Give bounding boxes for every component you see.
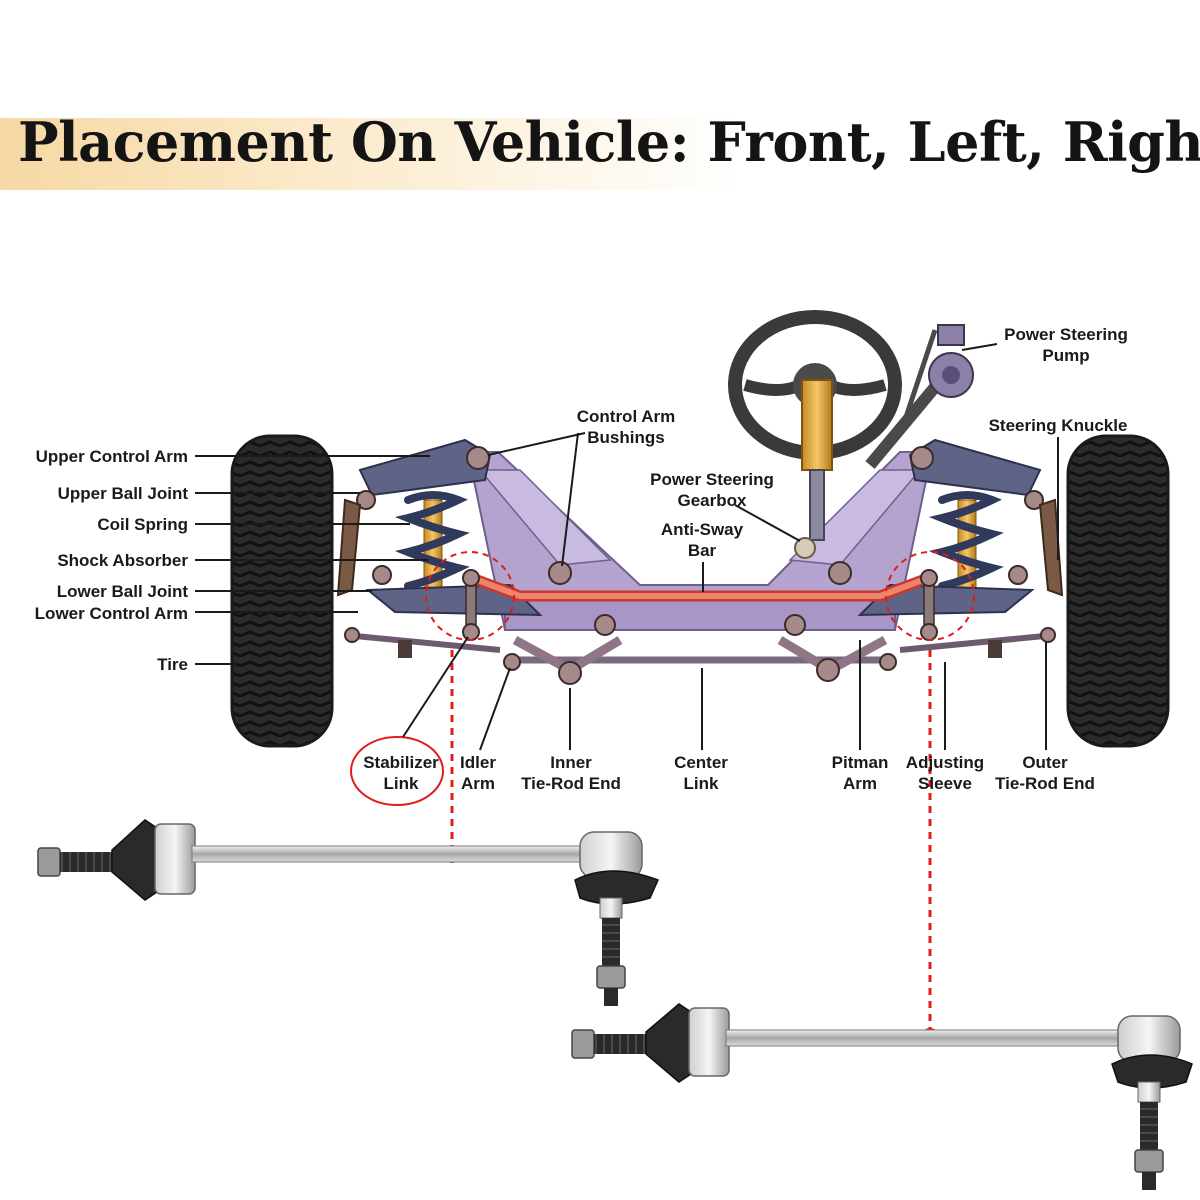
stabilizer-link-product-2 bbox=[571, 1003, 1193, 1190]
part-labels: Upper Control Arm Upper Ball Joint Coil … bbox=[35, 325, 1128, 793]
upper-control-arms bbox=[356, 438, 1044, 510]
left-coil-spring bbox=[394, 491, 470, 591]
label-coil-spring: Coil Spring bbox=[97, 515, 188, 534]
label-idler-arm-1: Idler bbox=[460, 753, 496, 772]
steering-column bbox=[794, 379, 833, 559]
label-pitman-arm-2: Arm bbox=[843, 774, 877, 793]
right-coil-spring bbox=[928, 491, 1004, 591]
label-outer-tie-rod-end-1: Outer bbox=[1022, 753, 1068, 772]
label-center-link-2: Link bbox=[684, 774, 719, 793]
leader-lines bbox=[195, 343, 1059, 751]
page-title: Placement On Vehicle: Front, Left, Right bbox=[18, 110, 1200, 174]
label-power-steering-pump-2: Pump bbox=[1042, 346, 1089, 365]
right-tire bbox=[1066, 434, 1170, 748]
label-anti-sway-bar-1: Anti-Sway bbox=[661, 520, 744, 539]
label-control-arm-bushings-2: Bushings bbox=[587, 428, 664, 447]
title-band bbox=[0, 118, 1200, 190]
label-tire: Tire bbox=[157, 655, 188, 674]
label-control-arm-bushings-1: Control Arm bbox=[577, 407, 676, 426]
label-inner-tie-rod-end-1: Inner bbox=[550, 753, 592, 772]
anti-sway-bar bbox=[466, 572, 934, 602]
label-upper-ball-joint: Upper Ball Joint bbox=[58, 484, 189, 503]
label-idler-arm-2: Arm bbox=[461, 774, 495, 793]
label-power-steering-pump-1: Power Steering bbox=[1004, 325, 1128, 344]
connector-lines bbox=[450, 650, 932, 1037]
label-anti-sway-bar-2: Bar bbox=[688, 541, 717, 560]
stabilizer-links-diagram bbox=[462, 569, 938, 641]
label-upper-control-arm: Upper Control Arm bbox=[36, 447, 188, 466]
frame-bushings bbox=[548, 561, 852, 636]
label-power-steering-gearbox-1: Power Steering bbox=[650, 470, 774, 489]
label-stabilizer-link-1: Stabilizer bbox=[363, 753, 439, 772]
label-adjusting-sleeve-1: Adjusting bbox=[906, 753, 984, 772]
label-shock-absorber: Shock Absorber bbox=[57, 551, 188, 570]
highlight-circles bbox=[425, 551, 975, 641]
subframe bbox=[466, 451, 934, 631]
label-lower-control-arm: Lower Control Arm bbox=[35, 604, 188, 623]
steering-linkage bbox=[344, 627, 1056, 685]
power-steering-pump bbox=[865, 324, 974, 469]
stabilizer-label-highlight bbox=[350, 736, 444, 806]
label-adjusting-sleeve-2: Sleeve bbox=[918, 774, 972, 793]
label-outer-tie-rod-end-2: Tie-Rod End bbox=[995, 774, 1095, 793]
label-power-steering-gearbox-2: Gearbox bbox=[678, 491, 748, 510]
label-stabilizer-link-2: Link bbox=[384, 774, 419, 793]
label-inner-tie-rod-end-2: Tie-Rod End bbox=[521, 774, 621, 793]
stabilizer-link-product-1 bbox=[37, 819, 660, 1006]
label-lower-ball-joint: Lower Ball Joint bbox=[57, 582, 189, 601]
label-steering-knuckle: Steering Knuckle bbox=[989, 416, 1128, 435]
label-center-link-1: Center bbox=[674, 753, 728, 772]
label-pitman-arm-1: Pitman bbox=[832, 753, 889, 772]
